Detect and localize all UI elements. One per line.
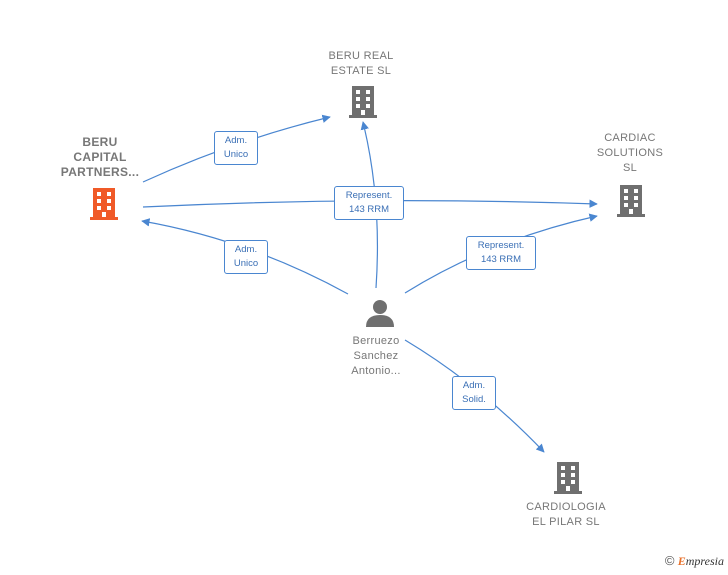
edge-label-adm-unico-bottom[interactable]: Adm. Unico [224,240,268,274]
node-label-cardiac[interactable]: CARDIAC SOLUTIONS SL [596,132,664,174]
edge-label-represent-right[interactable]: Represent. 143 RRM [466,236,536,270]
node-label-beru-real-estate[interactable]: BERU REAL ESTATE SL [328,50,394,77]
node-label-cardiologia[interactable]: CARDIOLOGIA EL PILAR SL [526,501,606,528]
copyright-icon: © [664,553,675,568]
building-icon-cardiac[interactable] [615,183,647,217]
node-label-berruezo[interactable]: Berruezo Sanchez Antonio... [351,335,401,377]
edge-label-adm-unico-top[interactable]: Adm. Unico [214,131,258,165]
node-label-beru-capital[interactable]: BERU CAPITAL PARTNERS... [60,135,140,179]
edge-label-adm-solid[interactable]: Adm. Solid. [452,376,496,410]
building-icon-beru-capital[interactable] [88,186,120,220]
person-icon[interactable] [364,298,396,328]
edge-label-represent-center[interactable]: Represent. 143 RRM [334,186,404,220]
brand-footer: © Empresia [665,553,724,569]
building-icon-beru-real-estate[interactable] [347,84,379,118]
brand-logo: Empresia [677,554,724,568]
building-icon-cardiologia[interactable] [552,460,584,494]
